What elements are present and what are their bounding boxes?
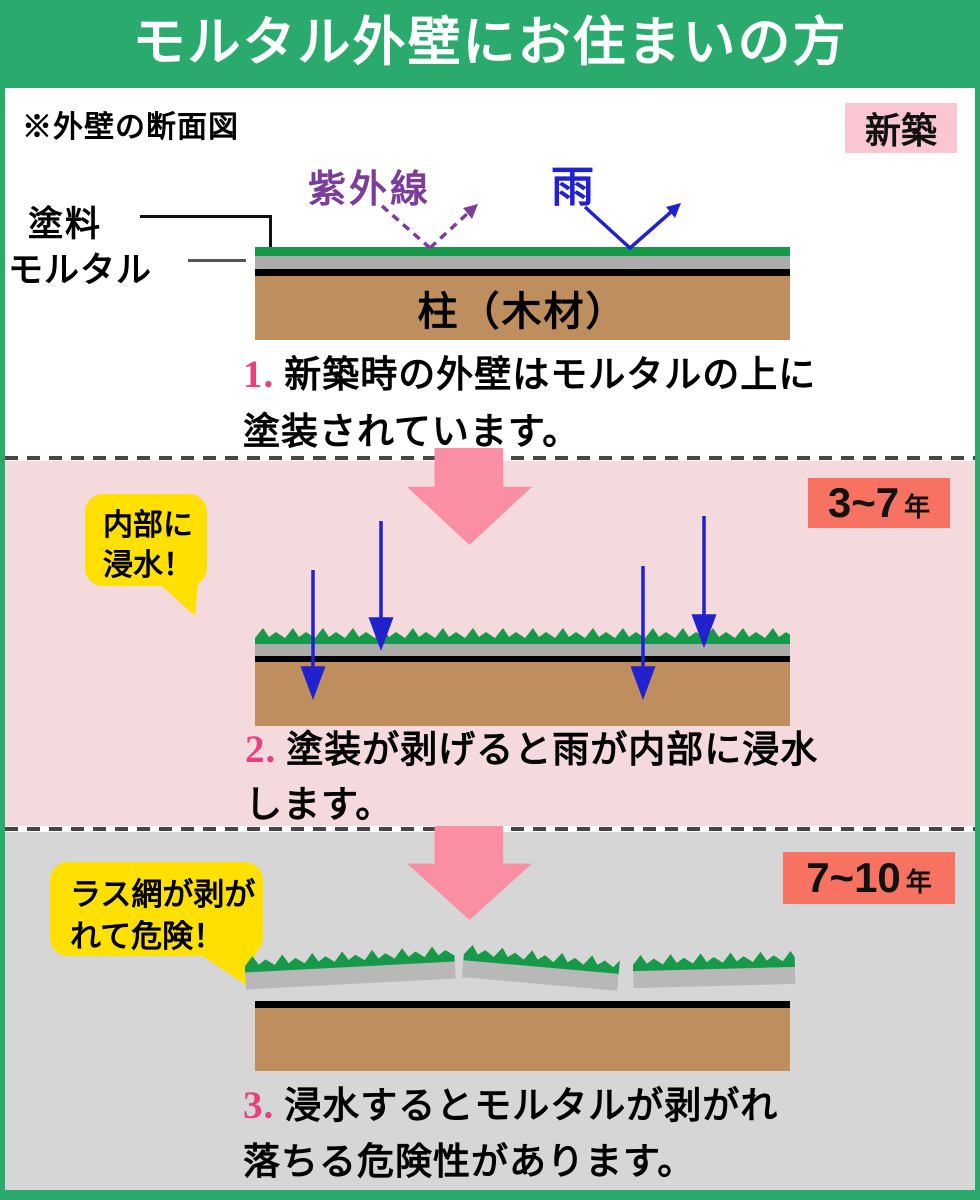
- badge-new-construction: 新築: [845, 103, 957, 153]
- caption-3-line2: 落ちる危険性があります。: [243, 1142, 696, 1183]
- mortar-piece-1: [244, 946, 456, 990]
- speech-bubble-water: 内部に 浸水！: [85, 494, 207, 586]
- page-title: モルタル外壁にお住まいの方: [132, 13, 848, 72]
- badge-7-10-unit: 年: [905, 867, 932, 897]
- mortar-piece-2: [461, 944, 621, 991]
- paint-connector-line: [140, 215, 272, 218]
- lath-line: [255, 1001, 790, 1008]
- caption-1: 1.新築時の外壁はモルタルの上に 塗装されています。: [243, 346, 843, 461]
- mortar-piece-3: [632, 950, 796, 989]
- wall-layer-wood: 柱（木材）: [255, 276, 790, 340]
- water-arrows-icon: [300, 516, 717, 701]
- bubble-lath-line2: れて危険！: [70, 919, 225, 954]
- caption-3-line1: 浸水するとモルタルが剥がれ: [284, 1086, 779, 1127]
- header-bar: モルタル外壁にお住まいの方: [0, 0, 980, 88]
- caption-1-number: 1.: [243, 353, 275, 396]
- badge-7-10-number: 7~10: [806, 854, 901, 901]
- wall-layer-paint: [255, 247, 790, 256]
- wall-diagram-3-7: [255, 628, 790, 726]
- uv-rain-arrows: [380, 203, 681, 251]
- caption-2: 2.塗装が剥げると雨が内部に浸水 します。: [245, 722, 845, 833]
- bubble-water-line2: 浸水！: [103, 549, 193, 582]
- bubble-lath-line1: ラス網が剥が: [70, 877, 256, 912]
- peeling-paint-layer: [255, 628, 790, 644]
- rain-arrow-icon: [583, 203, 681, 251]
- mortar-layer: [255, 642, 790, 656]
- bubble-water-line1: 内部に: [103, 509, 193, 542]
- speech-bubble-lath: ラス網が剥が れて危険！: [50, 862, 263, 956]
- wood-base: [255, 1008, 790, 1071]
- caption-1-line1: 新築時の外壁はモルタルの上に: [284, 355, 817, 396]
- caption-3: 3.浸水するとモルタルが剥がれ 落ちる危険性があります。: [243, 1078, 843, 1191]
- caption-2-line1: 塗装が剥げると雨が内部に浸水: [286, 730, 819, 771]
- caption-2-number: 2.: [245, 728, 277, 771]
- badge-7-10-years: 7~10 年: [783, 852, 955, 904]
- label-mortar: モルタル: [8, 251, 153, 290]
- badge-3-7-number: 3~7: [827, 479, 900, 526]
- label-rain: 雨: [551, 165, 594, 212]
- uv-arrow-icon: [380, 204, 478, 250]
- cross-section-note: ※外壁の断面図: [22, 111, 239, 144]
- paint-connector-line-vertical: [269, 215, 272, 262]
- caption-1-line2: 塗装されています。: [243, 412, 581, 453]
- lath-layer: [255, 656, 790, 662]
- wall-layer-lath: [255, 269, 790, 276]
- label-paint: 塗料: [28, 205, 103, 244]
- mortar-connector-line: [188, 259, 246, 262]
- badge-3-7-unit: 年: [904, 492, 931, 522]
- caption-3-number: 3.: [243, 1084, 275, 1127]
- badge-3-7-years: 3~7 年: [808, 478, 950, 528]
- wall-layer-mortar: [255, 256, 790, 269]
- caption-2-line2: します。: [245, 785, 394, 826]
- label-pillar: 柱（木材）: [417, 289, 628, 334]
- wood-layer: [255, 662, 790, 726]
- label-uv: 紫外線: [308, 169, 432, 211]
